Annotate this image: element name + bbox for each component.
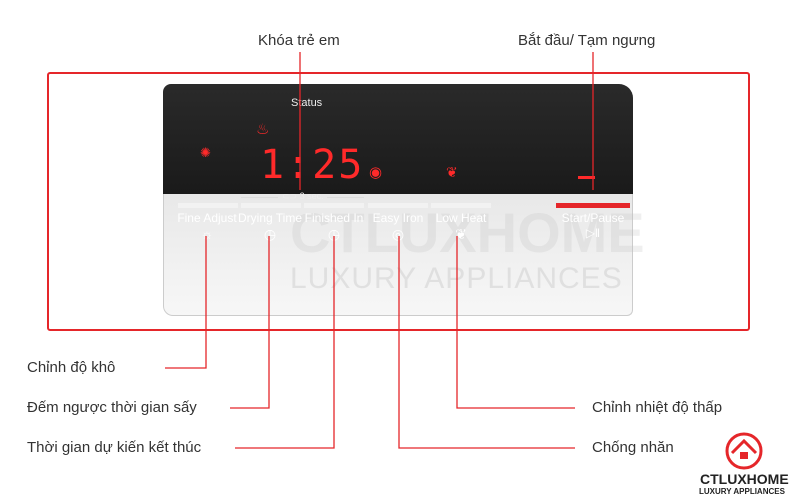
drying-time-bar [241,203,301,208]
start-indicator-dash [578,176,595,179]
watermark-tagline: LUXURY APPLIANCES [290,262,623,295]
logo-brand: CTLUXHOME [700,471,789,487]
dry-heat-icon: ♨ [256,121,270,138]
control-panel-lower [163,194,633,316]
callout-drying-time: Đếm ngược thời gian sấy [27,399,197,416]
start-pause-bar [556,203,630,208]
shirt-circle-icon: ◎ [391,226,405,242]
callout-low-heat: Chỉnh nhiệt độ thấp [592,399,723,416]
callout-line-low-heat [456,236,575,409]
easy-iron-bar [368,203,428,208]
house-logo-icon [725,432,763,470]
control-panel-display [163,84,633,194]
low-heat-bar [431,203,491,208]
fine-adjust-bar [178,203,238,208]
callout-child-lock: Khóa trẻ em [258,32,340,49]
logo-tagline: LUXURY APPLIANCES [699,487,785,496]
fine-adjust-label: Fine Adjust [177,211,237,225]
lock-line-right [327,197,364,198]
clock-icon: ◷ [327,226,341,242]
callout-line-fine-adjust [165,236,207,369]
drying-time-label: Drying Time [237,211,303,225]
callout-start-pause: Bắt đầu/ Tạm ngưng [518,32,656,49]
lock-line-left [241,197,278,198]
callout-line-drying-time [230,236,270,409]
finished-in-bar [304,203,364,208]
time-display: 1:25 [260,142,365,188]
play-pause-icon: ▷‖ [585,226,601,240]
feather-icon: ❦ [455,226,467,242]
easy-iron-indicator-icon: ◉ [369,164,383,181]
low-heat-label: Low Heat [435,211,487,225]
callout-finished-in: Thời gian dự kiến kết thúc [27,439,202,456]
clock-icon: ◷ [263,226,277,242]
callout-fine-adjust: Chỉnh độ khô [27,359,116,376]
callout-line-finished-in [235,236,335,449]
finished-in-label: Finished In [304,211,364,225]
sun-plus-icon: ☼ [200,226,214,242]
callout-line-easy-iron [398,236,575,449]
easy-iron-label: Easy Iron [372,211,424,225]
status-label: Status [291,97,323,109]
callout-easy-iron: Chống nhăn [592,439,674,456]
watermark-brand: CTLUXHOME [290,201,645,264]
low-heat-indicator-icon: ❦ [446,164,458,180]
fine-adjust-indicator-icon: ✺ [200,145,211,160]
lock-hint-text: 3 sec. [299,191,324,201]
lock-hint: ⊂⊃ 3 sec. [282,191,324,201]
start-pause-label: Start/Pause [561,211,625,225]
